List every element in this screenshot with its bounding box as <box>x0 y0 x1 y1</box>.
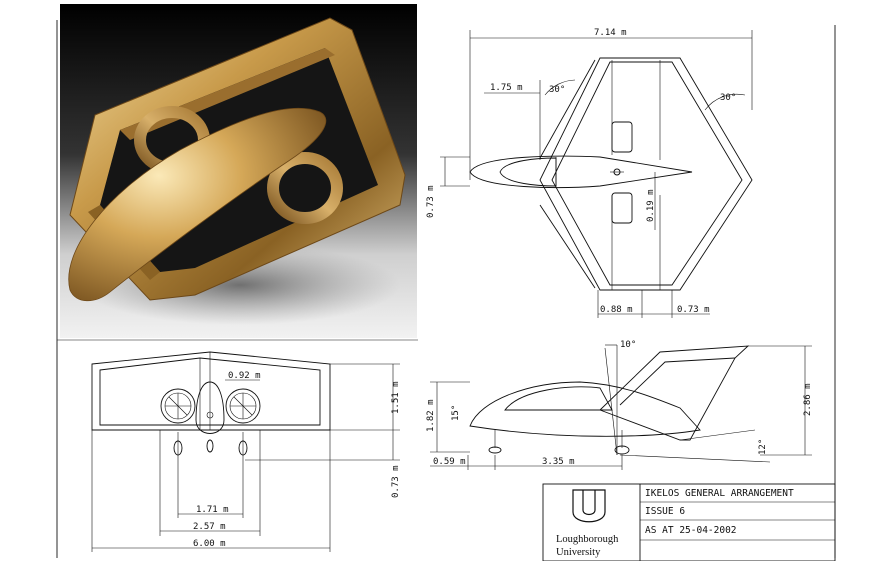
dim-front-span: 6.00 m <box>193 539 226 549</box>
dim-front-outer-track: 2.57 m <box>193 522 226 532</box>
front-fan-left <box>160 388 196 424</box>
dim-plan-sweep-front: 30° <box>549 85 565 95</box>
dim-plan-sweep-rear: 30° <box>720 93 736 103</box>
title-block-date: AS AT 25-04-2002 <box>645 525 737 536</box>
university-name-line2: University <box>556 547 601 558</box>
dim-front-lower-height: 0.73 m <box>391 465 401 498</box>
dim-side-wheelbase: 3.35 m <box>542 457 575 467</box>
plan-view: 7.14 m 1.75 m 30° 30° 0.73 m 0.19 m <box>426 28 753 318</box>
dim-plan-tail-chord: 0.73 m <box>677 305 710 315</box>
dim-plan-tip-chord: 0.88 m <box>600 305 633 315</box>
dim-side-total-height: 2.86 m <box>803 383 813 416</box>
side-view: 10° 15° 1.82 m 2.86 m 12° 0.59 m 3.35 m <box>426 340 813 470</box>
dim-side-height-front: 1.82 m <box>426 399 436 432</box>
dim-front-gear-track: 1.71 m <box>196 505 229 515</box>
front-view: 0.92 m 1.51 m 0.73 m 1.71 m 2.57 m 6.00 … <box>91 351 401 552</box>
dim-plan-span: 7.14 m <box>594 28 627 38</box>
front-fan-right <box>225 388 261 424</box>
dim-front-height: 1.51 m <box>391 381 401 414</box>
dim-plan-cg-offset: 0.19 m <box>646 189 656 222</box>
dim-side-tail-angle: 10° <box>620 340 636 350</box>
loughborough-logo-icon <box>572 489 606 523</box>
title-block: IKELOS GENERAL ARRANGEMENT ISSUE 6 AS AT… <box>542 483 836 561</box>
sheet-frame <box>56 20 836 558</box>
title-block-title: IKELOS GENERAL ARRANGEMENT <box>645 488 794 499</box>
dim-side-nose-length: 0.59 m <box>433 457 466 467</box>
dim-front-fan-spacing: 0.92 m <box>228 371 261 381</box>
title-block-issue: ISSUE 6 <box>645 506 685 517</box>
dim-plan-nose-offset: 1.75 m <box>490 83 523 93</box>
render-image <box>60 4 417 338</box>
dim-side-seat-angle: 15° <box>451 405 461 421</box>
dim-side-tail-clearance: 12° <box>758 439 768 455</box>
dim-plan-body-width: 0.73 m <box>426 185 436 218</box>
university-name-line1: Loughborough <box>556 534 619 545</box>
